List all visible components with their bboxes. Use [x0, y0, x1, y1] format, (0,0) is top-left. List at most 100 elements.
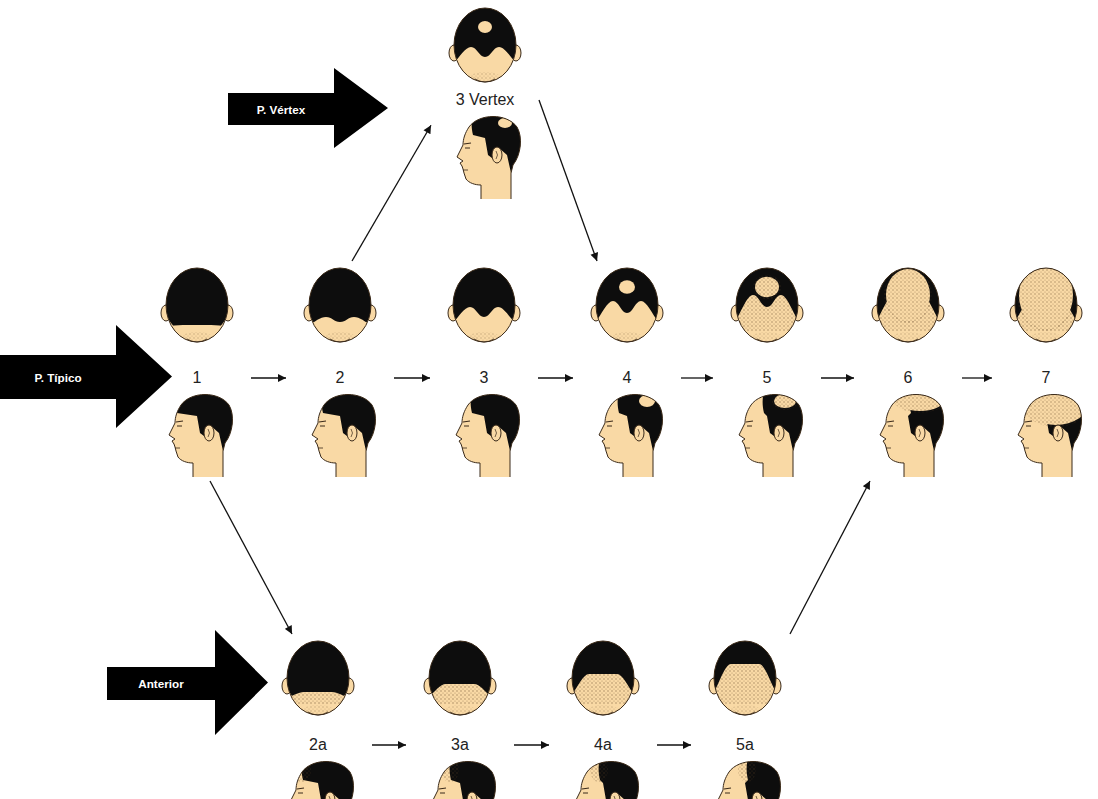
hair	[763, 389, 807, 451]
beard-stubble	[469, 332, 499, 342]
chin-line	[187, 339, 207, 342]
beard-stubble	[182, 332, 212, 342]
thinning-stipple	[1017, 265, 1075, 331]
stage-arrow	[538, 377, 573, 378]
ear-detail	[496, 151, 498, 159]
stage-figure: 3	[434, 265, 534, 477]
bald-vertex	[639, 395, 655, 407]
head-top-view	[420, 638, 500, 720]
head-outline	[575, 762, 638, 799]
hair	[471, 389, 524, 451]
bald-front	[729, 295, 805, 347]
eye	[465, 148, 470, 149]
bald-front	[707, 664, 783, 720]
stage-arrow	[514, 744, 549, 745]
chin-line	[1036, 339, 1056, 342]
stage-number: 3a	[451, 734, 469, 756]
stage-arrow	[394, 377, 430, 378]
head-top-view	[300, 265, 380, 347]
thinning-stipple	[441, 758, 459, 782]
scalp-group	[589, 265, 665, 347]
beard-stubble	[730, 705, 760, 715]
beard-stubble	[325, 332, 355, 342]
head-top-view	[157, 265, 237, 347]
chin-line	[308, 712, 328, 715]
arrow-shape	[0, 325, 172, 428]
head-outline	[432, 762, 495, 799]
head-top-view	[563, 638, 643, 720]
head-outline	[312, 395, 375, 478]
head-top-view	[705, 638, 785, 720]
stage-figure: 6	[858, 265, 958, 477]
row-label: P. Vértex	[228, 93, 334, 125]
ear	[492, 147, 502, 163]
head-side-view	[868, 389, 948, 477]
row-label: P. Típico	[0, 355, 116, 399]
stage-number: 4a	[594, 734, 612, 756]
thinning-stipple	[884, 267, 932, 323]
stage-figure: 4	[577, 265, 677, 477]
hair	[302, 756, 358, 799]
eyebrow	[464, 143, 471, 144]
bald-vertex	[498, 118, 512, 128]
head-outline	[596, 268, 658, 342]
ear	[325, 792, 335, 799]
head-side-view	[727, 389, 807, 477]
stage-number: 7	[1042, 367, 1051, 389]
bald-front	[159, 325, 235, 347]
eye	[725, 793, 730, 794]
scalp-group	[280, 638, 356, 720]
beard-stubble	[445, 705, 475, 715]
eye	[747, 426, 752, 427]
scalp-group	[707, 638, 783, 720]
head-top-view	[727, 265, 807, 347]
row-pointer-arrow: P. Típico	[0, 325, 172, 428]
eye	[440, 793, 445, 794]
head-side-view	[157, 389, 237, 477]
beard-stubble	[303, 705, 333, 715]
head-outline	[287, 641, 349, 715]
head-side-view	[705, 756, 785, 799]
head-side-view	[300, 389, 380, 477]
stage-arrow	[657, 744, 691, 745]
chin-line	[330, 339, 350, 342]
eyebrow	[297, 788, 304, 789]
scalp-group	[446, 265, 522, 347]
hair	[322, 389, 380, 451]
ear-detail	[919, 429, 921, 437]
head-outline	[453, 268, 515, 342]
head-side-view	[420, 756, 500, 799]
bald-front	[446, 307, 522, 347]
head-outline	[456, 395, 519, 478]
head-outline	[599, 395, 662, 478]
hair	[176, 389, 237, 451]
thinning-stipple	[422, 684, 498, 720]
eyebrow	[176, 421, 183, 422]
ear	[347, 425, 357, 441]
stage-number: 2a	[309, 734, 327, 756]
stage-figure: 2	[290, 265, 390, 477]
stage-figure: 2a	[268, 638, 368, 799]
beard-stubble	[893, 332, 923, 342]
head-top-view	[1006, 265, 1086, 347]
ear	[752, 792, 762, 799]
ear	[204, 425, 214, 441]
head-side-view	[563, 756, 643, 799]
head-outline	[739, 395, 802, 478]
eyebrow	[1025, 421, 1032, 422]
head-outline	[714, 641, 776, 715]
thinning-stipple	[729, 295, 805, 347]
ear	[467, 792, 477, 799]
hair-group	[763, 389, 807, 451]
scalp-group	[159, 265, 235, 347]
stage-arrow	[681, 377, 713, 378]
eye	[583, 793, 588, 794]
head-outline	[457, 117, 520, 200]
stage-number: 1	[193, 367, 202, 389]
thinning-stipple	[753, 275, 781, 299]
eyebrow	[463, 421, 470, 422]
ear-detail	[778, 429, 780, 437]
eye	[1026, 426, 1031, 427]
eye	[177, 426, 182, 427]
arrow-shape	[107, 630, 268, 735]
